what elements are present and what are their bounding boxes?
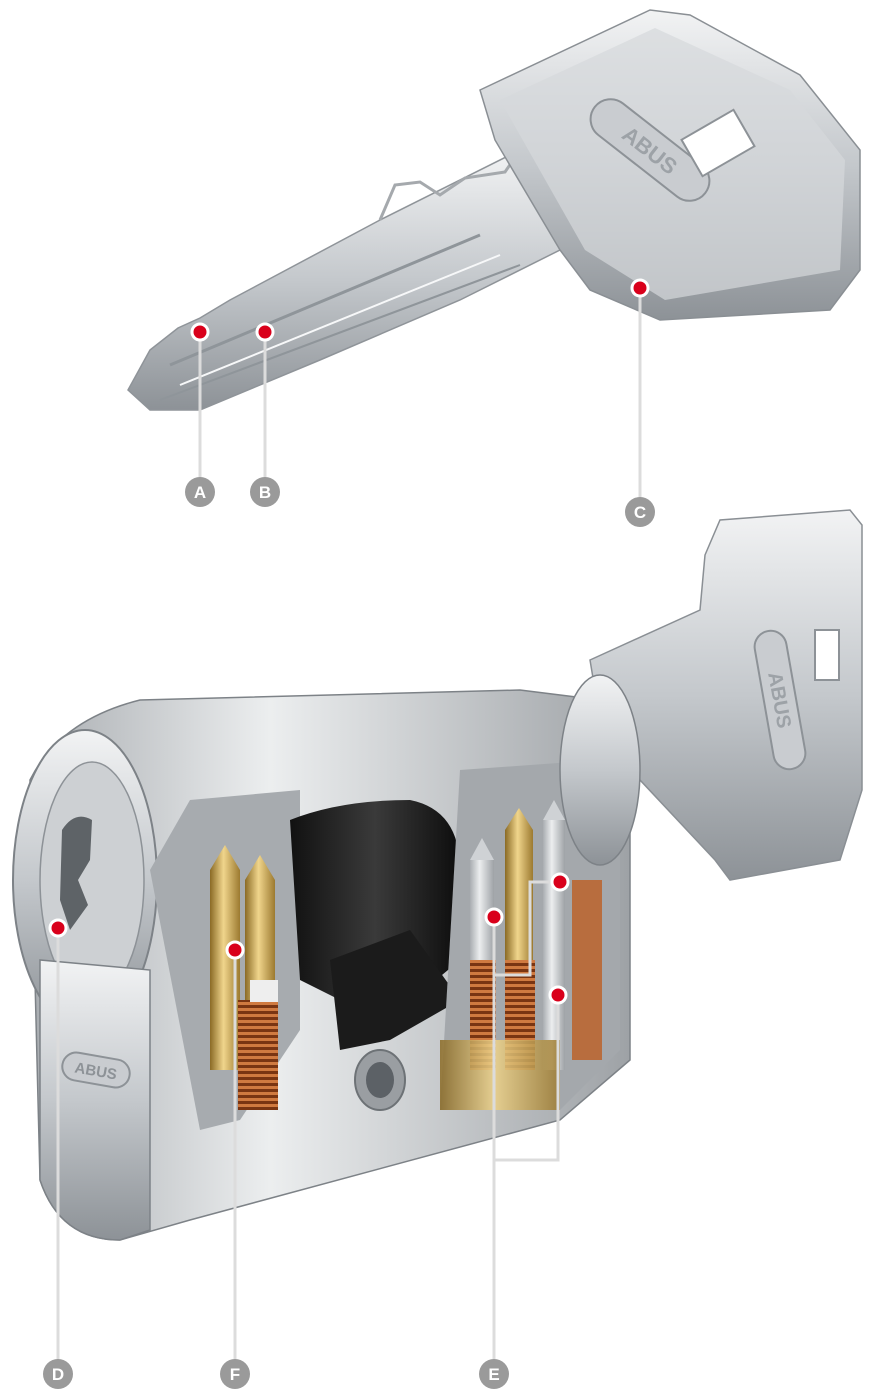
lock-cylinder: ABUS ABUS [12, 509, 863, 1241]
leader-lines [56, 288, 642, 1360]
marker-e2-icon [550, 872, 570, 892]
callout-badge-d: D [43, 1359, 73, 1389]
callout-markers [48, 278, 650, 1005]
callout-label-b: B [259, 483, 271, 502]
callout-badge-f: F [220, 1359, 250, 1389]
marker-b-icon [255, 322, 275, 342]
callout-label-e: E [488, 1365, 499, 1384]
marker-c-icon [630, 278, 650, 298]
abus-logo-cylinder: ABUS [61, 1051, 131, 1089]
callout-badge-c: C [625, 497, 655, 527]
callout-badge-b: B [250, 477, 280, 507]
callout-badge-e: E [479, 1359, 509, 1389]
callout-label-a: A [194, 483, 206, 502]
callout-label-c: C [634, 503, 646, 522]
marker-e3-icon [548, 985, 568, 1005]
marker-e1-icon [484, 907, 504, 927]
abus-logo-second-key: ABUS [753, 629, 807, 771]
marker-a-icon [190, 322, 210, 342]
callout-label-f: F [230, 1365, 240, 1384]
marker-f-icon [225, 940, 245, 960]
callout-badge-a: A [185, 477, 215, 507]
callout-label-d: D [52, 1365, 64, 1384]
key-top: ABUS [127, 9, 861, 411]
marker-d-icon [48, 918, 68, 938]
